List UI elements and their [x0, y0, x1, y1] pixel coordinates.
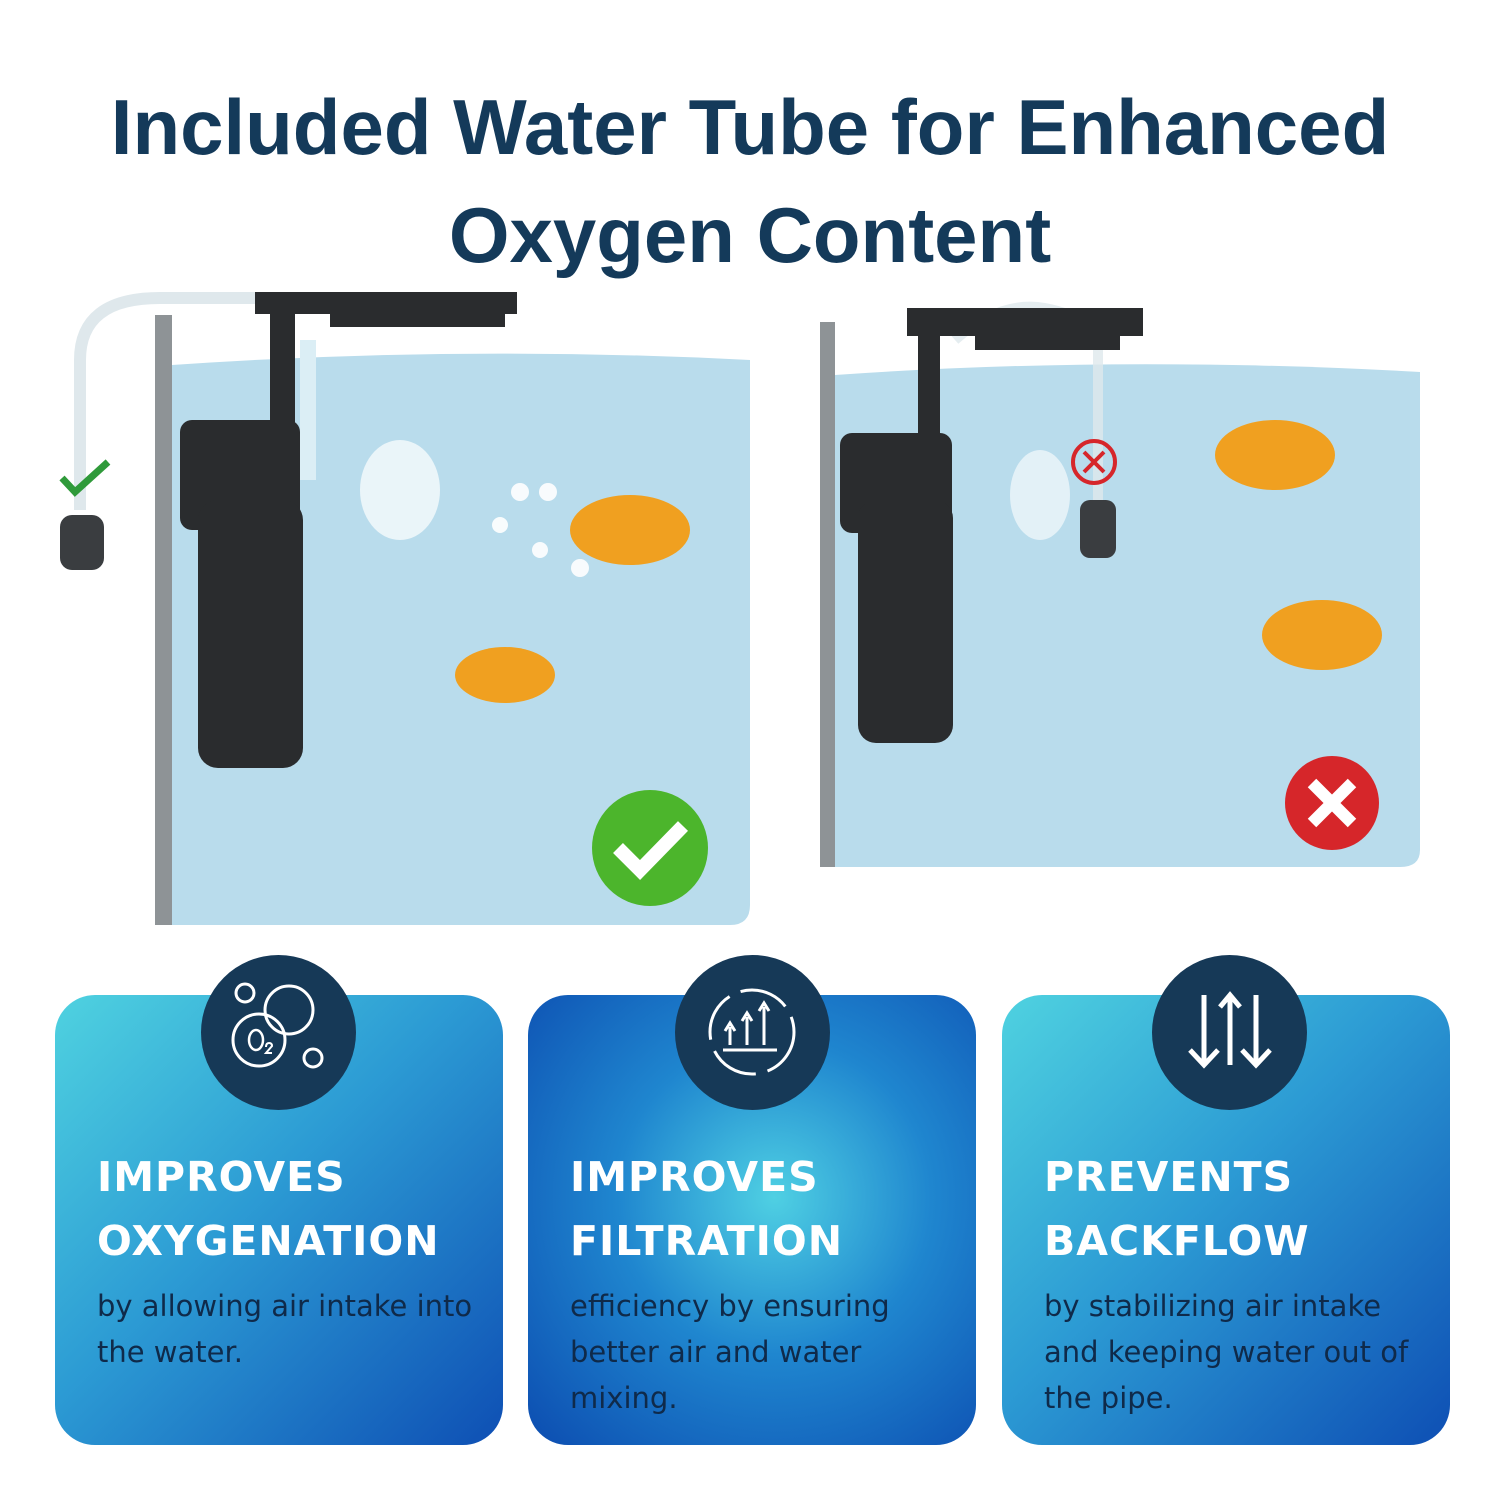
feature-body: by allowing air intake into the water.	[97, 1289, 473, 1369]
feature-body: efficiency by ensuring better air and wa…	[570, 1289, 890, 1415]
feature-heading-1: IMPROVES	[570, 1153, 819, 1201]
incorrect-setup-illustration	[820, 301, 1420, 867]
green-check-icon	[592, 790, 708, 906]
oxygen-bubbles-icon	[201, 955, 356, 1110]
correct-setup-illustration	[59, 292, 750, 926]
feature-body: by stabilizing air intake and keeping wa…	[1044, 1289, 1409, 1415]
goldfish	[455, 647, 555, 703]
air-valve	[60, 515, 104, 570]
small-x-icon	[1071, 439, 1117, 485]
feature-heading-1: IMPROVES	[97, 1153, 346, 1201]
feature-heading-2: OXYGENATION	[97, 1217, 440, 1265]
small-check-icon	[59, 459, 111, 497]
page-title-line-2: Oxygen Content	[448, 191, 1052, 279]
up-down-arrows-icon	[1152, 955, 1307, 1110]
goldfish	[570, 495, 690, 565]
page-title-line-1: Included Water Tube for Enhanced	[110, 83, 1390, 171]
goldfish	[1215, 420, 1335, 490]
goldfish	[1262, 600, 1382, 670]
feature-heading-2: FILTRATION	[570, 1217, 844, 1265]
feature-heading-2: BACKFLOW	[1044, 1217, 1310, 1265]
feature-heading-1: PREVENTS	[1044, 1153, 1294, 1201]
filtration-arrows-icon	[675, 955, 830, 1110]
